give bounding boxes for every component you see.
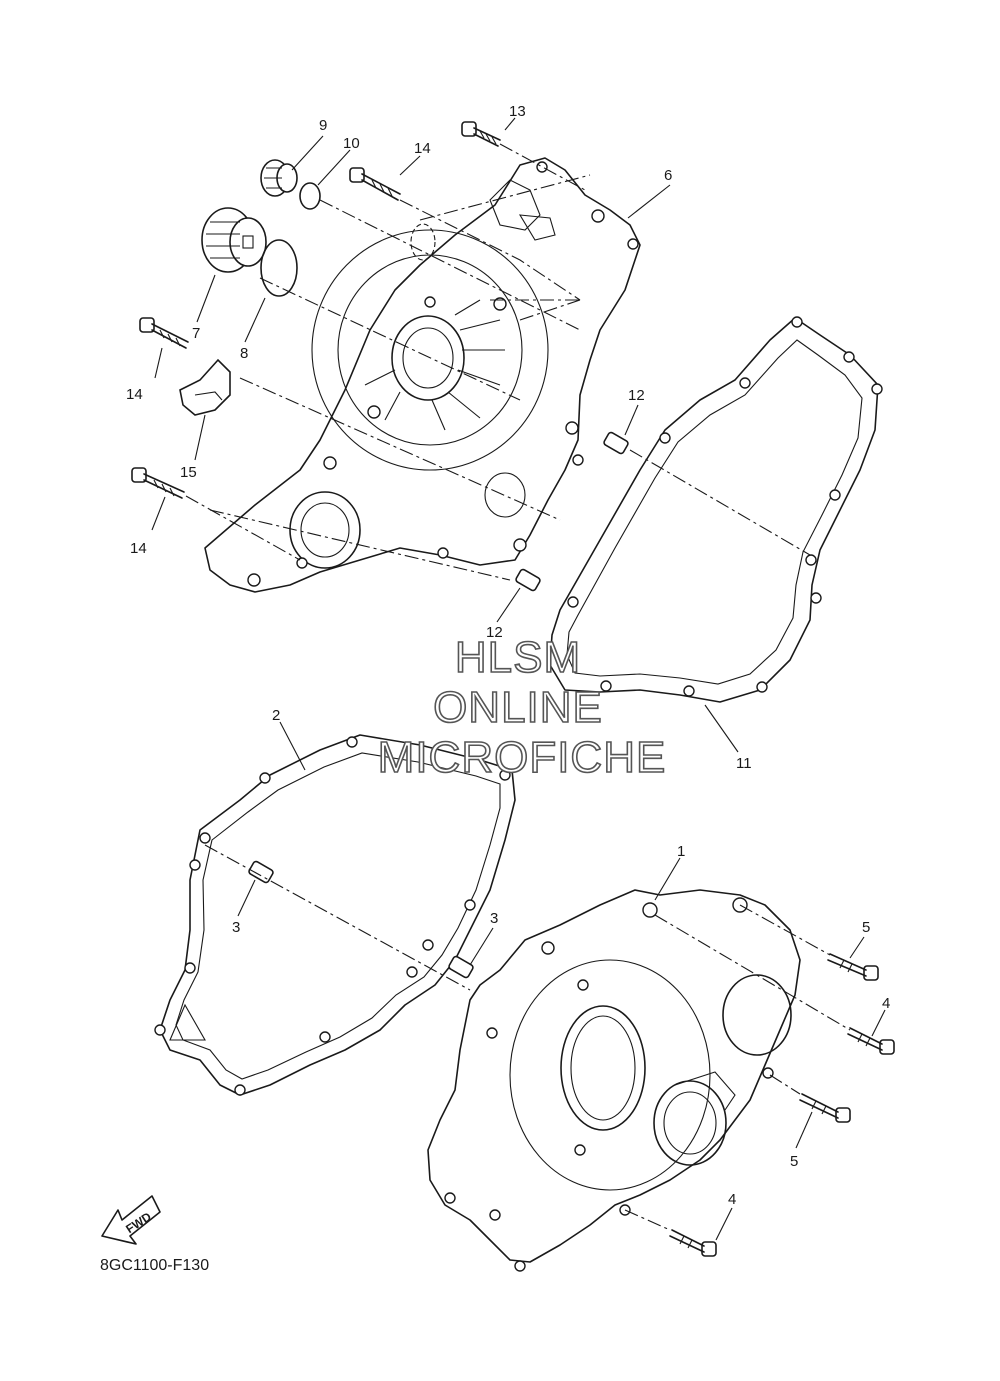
callout-4-bottom: 4 — [728, 1191, 736, 1208]
bolt-14-bottom — [131, 467, 185, 499]
callout-9: 9 — [319, 117, 327, 134]
watermark: HLSM ONLINE MICROFICHE — [377, 632, 667, 783]
watermark-line-1: HLSM — [455, 633, 581, 682]
crankcase-cover-left — [427, 889, 801, 1272]
callout-1: 1 — [677, 843, 685, 860]
bolt-14-top — [349, 167, 401, 201]
fwd-arrow-icon: FWD — [101, 1195, 161, 1245]
callout-12-top: 12 — [628, 387, 645, 404]
watermark-line-3: MICROFICHE — [378, 733, 667, 782]
crankcase-cover-right — [204, 157, 641, 593]
dowel-pins — [248, 431, 629, 979]
callout-12-bottom: 12 — [486, 624, 503, 641]
callout-labels: 1 2 3 3 4 4 5 5 6 7 8 9 10 11 12 12 13 1… — [126, 103, 890, 1208]
oil-filler-cap-9 — [260, 159, 298, 197]
callout-5-bottom: 5 — [790, 1153, 798, 1170]
callout-14-bottom: 14 — [130, 540, 147, 557]
callout-15: 15 — [180, 464, 197, 481]
o-ring-10 — [299, 182, 321, 210]
gasket-11 — [549, 316, 883, 703]
fwd-label: FWD — [123, 1209, 154, 1236]
bolt-5-bottom — [799, 1093, 851, 1123]
o-ring-8 — [260, 239, 298, 297]
callout-13: 13 — [509, 103, 526, 120]
callout-8: 8 — [240, 345, 248, 362]
callout-10: 10 — [343, 135, 360, 152]
bolt-13 — [461, 121, 501, 147]
bolt-4-bottom — [669, 1229, 717, 1257]
diagram-code: 8GC1100-F130 — [100, 1257, 209, 1274]
callout-4-top: 4 — [882, 995, 890, 1012]
alignment-lines — [185, 143, 851, 1231]
callout-14-top: 14 — [414, 140, 431, 157]
bolts — [131, 121, 895, 1257]
bolt-14-left — [139, 317, 189, 349]
callout-6: 6 — [664, 167, 672, 184]
callout-5-top: 5 — [862, 919, 870, 936]
callout-3-right: 3 — [490, 910, 498, 927]
clamp-15 — [179, 358, 231, 416]
gasket-2 — [154, 734, 516, 1096]
watermark-line-2: ONLINE — [433, 683, 603, 732]
callout-11: 11 — [736, 755, 752, 772]
bolt-5-top — [827, 953, 879, 981]
leader-lines — [151, 117, 886, 1241]
bolt-4-top — [847, 1027, 895, 1055]
callout-14-left: 14 — [126, 386, 143, 403]
callout-7: 7 — [192, 325, 200, 342]
callout-2: 2 — [272, 707, 280, 724]
callout-3-left: 3 — [232, 919, 240, 936]
plug-cap-7 — [201, 207, 267, 273]
